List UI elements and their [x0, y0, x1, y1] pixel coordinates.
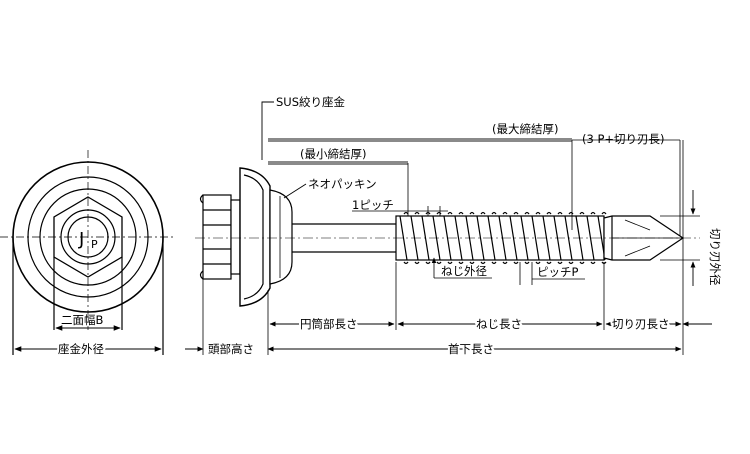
- neo-packing-shape: [269, 189, 293, 285]
- head-height-label: 頭部高さ: [208, 342, 254, 356]
- cut-outer-dia-label: 切り刃外径: [708, 228, 722, 286]
- cylinder-length-label: 円筒部長さ: [300, 317, 358, 331]
- hex-head-outline: [53, 196, 123, 278]
- neo-packing-label: ネオパッキン: [308, 177, 377, 191]
- top-view: [0, 150, 175, 355]
- jp-logo-p: P: [91, 238, 98, 251]
- side-view: [199, 167, 605, 307]
- min-thickness-label: (最小締結厚): [300, 147, 366, 161]
- hex-head-side: [202, 194, 232, 280]
- max-thickness-label: (最大締結厚): [492, 122, 558, 136]
- washer-outer-dia-label: 座金外径: [58, 342, 104, 356]
- cut-blade-length-label: 切り刃長さ: [612, 317, 670, 331]
- across-flats-label: 二面幅B: [61, 313, 103, 327]
- jp-logo: J: [78, 229, 84, 250]
- thread-length-label: ねじ長さ: [476, 317, 522, 331]
- one-pitch-label: 1ピッチ: [352, 198, 394, 212]
- cut-length-note-label: (3 P+切り刃長): [582, 132, 665, 146]
- sus-washer-shape: [239, 167, 271, 307]
- sus-washer-label: SUS絞り座金: [276, 95, 346, 109]
- under-head-length-label: 首下長さ: [448, 342, 494, 356]
- thread-outer-dia-label: ねじ外径: [441, 264, 487, 278]
- pitch-p-label: ピッチP: [537, 265, 578, 279]
